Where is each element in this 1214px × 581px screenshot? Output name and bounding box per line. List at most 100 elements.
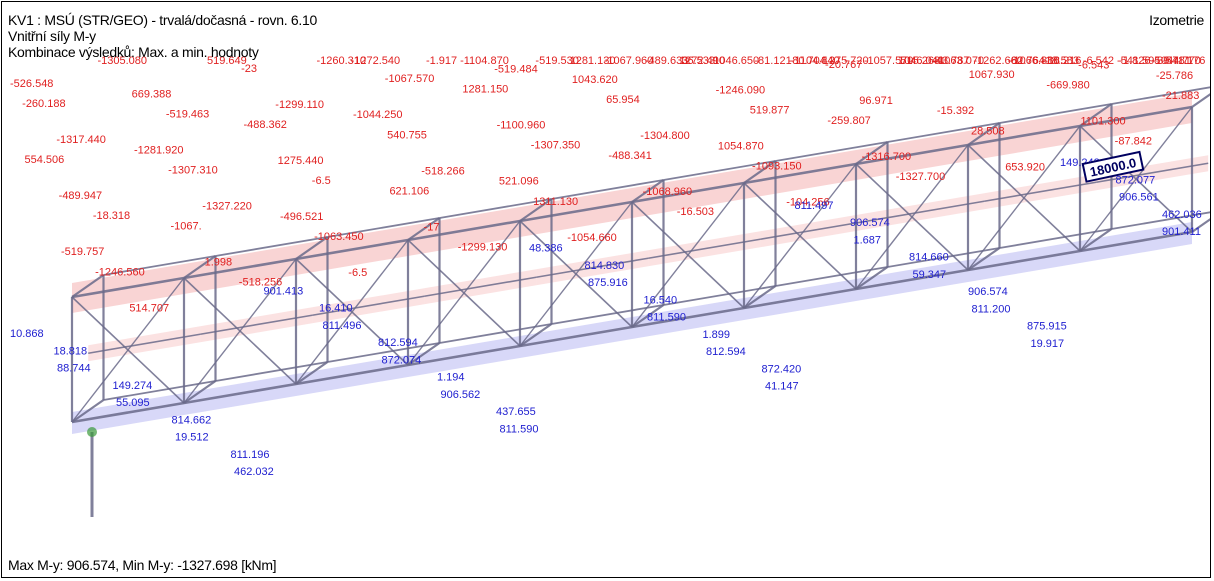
positive-moment-label: 872.077 xyxy=(1116,174,1156,186)
positive-moment-label: 812.594 xyxy=(706,346,746,358)
negative-moment-label: -87.842 xyxy=(1115,136,1152,148)
bottom-chord-member xyxy=(295,363,409,386)
moment-labels: -526.548-260.188-1317.440554.506-489.947… xyxy=(10,55,1205,478)
negative-moment-label: -1.917 xyxy=(426,55,457,67)
negative-moment-label: 1067.930 xyxy=(969,69,1015,81)
negative-moment-label: -1327.220 xyxy=(202,201,252,213)
negative-moment-label: -519.757 xyxy=(61,246,104,258)
negative-moment-label: 1046.040 xyxy=(898,55,944,67)
negative-moment-label: -18.583 xyxy=(1042,55,1079,67)
positive-moment-label: 875.916 xyxy=(588,277,628,289)
cross-member xyxy=(967,247,1001,271)
negative-moment-label: -1316.700 xyxy=(862,151,912,163)
negative-moment-label: -541.176 xyxy=(1162,55,1205,67)
bottom-chord-member xyxy=(183,382,297,405)
positive-moment-label: 906.574 xyxy=(850,217,890,229)
bottom-chord-member xyxy=(743,287,857,310)
cross-member xyxy=(519,323,553,347)
negative-moment-label: -1104.840 xyxy=(791,55,840,67)
negative-moment-label: -1044.250 xyxy=(353,109,403,121)
bottom-chord-member xyxy=(439,323,552,344)
negative-moment-label: -16.503 xyxy=(677,206,714,218)
negative-moment-label: -18.318 xyxy=(93,210,130,222)
top-chord-member xyxy=(103,255,216,276)
bottom-chord-member xyxy=(887,247,1000,268)
negative-moment-label: 96.971 xyxy=(859,95,893,107)
negative-moment-label: 669.388 xyxy=(132,88,172,100)
negative-moment-label: -1093.150 xyxy=(752,161,802,173)
negative-moment-label: -519.484 xyxy=(494,64,537,76)
positive-moment-label: 1.687 xyxy=(854,234,882,246)
negative-moment-label: -43.787 xyxy=(932,55,969,67)
negative-moment-label: -25.786 xyxy=(1156,70,1193,82)
positive-moment-label: 872.420 xyxy=(762,363,802,375)
cross-member xyxy=(295,361,329,385)
top-chord-member xyxy=(743,162,857,185)
cross-member xyxy=(631,304,665,328)
cross-member xyxy=(855,266,889,290)
diagonal-member xyxy=(519,201,633,347)
top-chord-member xyxy=(407,219,521,242)
negative-moment-label: -1044.770 xyxy=(1151,55,1201,67)
bottom-chord-member xyxy=(551,304,664,325)
diagonal-member xyxy=(71,277,185,423)
positive-moment-label: 16.410 xyxy=(319,303,353,315)
negative-moment-label: -6.5 xyxy=(312,175,331,187)
top-chord-member xyxy=(183,257,297,280)
negative-moment-label: -1307.310 xyxy=(168,165,218,177)
cross-member xyxy=(743,160,777,184)
positive-moment-label: 10.868 xyxy=(10,328,44,340)
cross-member xyxy=(743,285,777,309)
cross-member xyxy=(71,399,105,423)
positive-moment-label: 18.818 xyxy=(54,345,88,357)
negative-moment-label: 519.877 xyxy=(750,104,790,116)
diagonal-member xyxy=(183,258,297,404)
negative-moment-label: -82.764 xyxy=(1008,55,1045,67)
top-chord-member xyxy=(855,143,969,166)
cross-member xyxy=(967,122,1001,146)
cross-member xyxy=(407,342,441,366)
negative-moment-label: 1281.150 xyxy=(462,84,508,96)
negative-moment-label: -1246.090 xyxy=(716,84,766,96)
negative-moment-label: -1304.800 xyxy=(640,130,690,142)
positive-moment-label: 59.347 xyxy=(913,269,947,281)
negative-moment-label: -1057.570 xyxy=(864,55,914,67)
cross-member xyxy=(855,141,889,165)
positive-moment-label: 872.074 xyxy=(382,354,422,366)
negative-moment-label: -6.543 xyxy=(1078,60,1109,72)
mid-chord-member xyxy=(536,257,649,279)
positive-moment-label: 1.194 xyxy=(437,372,465,384)
positive-moment-label: 814.660 xyxy=(909,252,949,264)
negative-moment-label: 1311.130 xyxy=(533,196,578,208)
cross-member xyxy=(407,217,441,241)
support-node xyxy=(87,427,97,437)
positive-moment-label: 812.594 xyxy=(378,337,418,349)
mid-chord-member xyxy=(648,238,761,260)
top-chord-member xyxy=(663,160,776,181)
negative-moment-label: -1063.450 xyxy=(314,231,364,243)
negative-moment-label: 1054.870 xyxy=(718,140,764,152)
positive-moment-label: 814.830 xyxy=(585,260,625,272)
positive-moment-label: 811.590 xyxy=(647,312,686,324)
negative-moment-label: -518.256 xyxy=(239,277,282,289)
moment-fills xyxy=(72,93,1209,434)
negative-moment-label: 653.920 xyxy=(1005,161,1045,173)
negative-moment-label: 621.106 xyxy=(389,185,429,197)
cross-member xyxy=(295,236,329,260)
bottom-chord-member xyxy=(71,401,185,424)
negative-moment-label: -489.947 xyxy=(59,190,102,202)
mid-chord-member xyxy=(200,314,313,336)
positive-moment-label: 1.899 xyxy=(703,329,731,341)
negative-moment-label: 28.508 xyxy=(971,125,1005,137)
bottom-chord-member xyxy=(103,380,216,401)
top-chord-member xyxy=(967,124,1081,147)
negative-moment-label: -1305.080 xyxy=(97,55,147,67)
negative-moment-label: -1307.350 xyxy=(531,140,581,152)
cross-member xyxy=(183,255,217,279)
bottom-chord-member xyxy=(327,342,440,363)
positive-moment-label: 462.036 xyxy=(1162,209,1202,221)
negative-moment-label: -20.767 xyxy=(825,59,862,71)
cross-member xyxy=(183,380,217,404)
negative-moment-label: -39.781 xyxy=(1154,55,1191,67)
